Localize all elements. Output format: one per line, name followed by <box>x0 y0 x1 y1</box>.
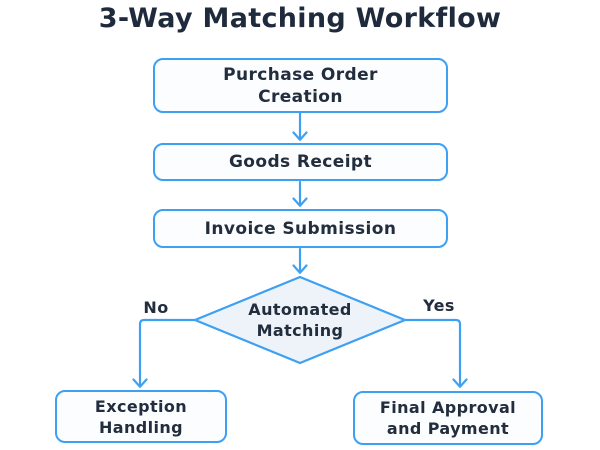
node-label-line: Exception <box>94 396 188 416</box>
node-label-line: and Payment <box>386 419 510 438</box>
node-invoice-submission: Invoice Submission <box>153 209 448 248</box>
node-label-line: Matching <box>256 321 344 340</box>
node-decision-label: Automated Matching <box>230 299 370 341</box>
branch-label-yes: Yes <box>423 296 455 315</box>
arrow-goods-to-invoice <box>292 180 308 207</box>
node-label-line: Goods Receipt <box>228 152 373 172</box>
node-purchase-order-creation: Purchase Order Creation <box>153 58 448 113</box>
node-label-line: Automated <box>248 300 352 319</box>
branch-no-connector <box>132 318 197 388</box>
node-goods-receipt: Goods Receipt <box>153 143 448 181</box>
decision-diamond-shape <box>193 275 407 365</box>
node-exception-handling: Exception Handling <box>55 390 227 443</box>
node-label-line: Creation <box>258 86 343 107</box>
node-final-approval-payment: Final Approval and Payment <box>353 391 543 445</box>
node-label-line: Invoice Submission <box>204 218 397 239</box>
node-label-line: Final Approval <box>379 398 517 417</box>
node-label-line: Handling <box>98 417 184 437</box>
arrow-purchase-to-goods <box>292 111 308 141</box>
branch-label-no: No <box>143 298 169 317</box>
branch-yes-connector <box>403 318 468 388</box>
node-label-line: Purchase Order <box>223 64 378 85</box>
arrow-invoice-to-decision <box>292 247 308 274</box>
diagram-title: 3-Way Matching Workflow <box>98 3 502 34</box>
